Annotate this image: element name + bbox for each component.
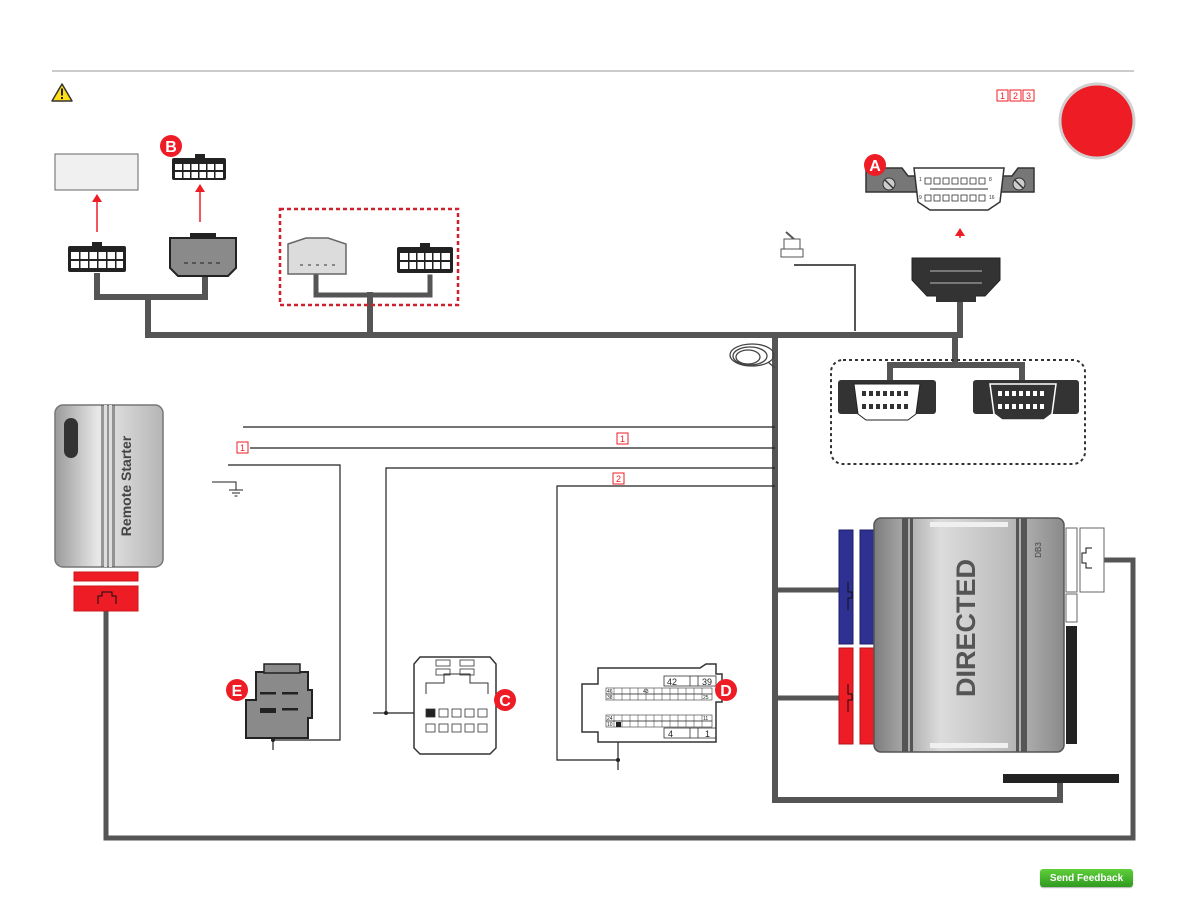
remote-starter-label: Remote Starter — [118, 435, 134, 536]
marker-e: E — [226, 679, 248, 701]
svg-text:24: 24 — [607, 716, 613, 722]
module-side-connector — [1065, 527, 1105, 744]
step-badge-1: 1 — [1000, 91, 1005, 101]
svg-text:39: 39 — [702, 677, 712, 687]
module-model-label: DB3 — [1034, 542, 1043, 558]
wire-tags: 1 1 2 — [236, 432, 629, 485]
svg-text:D: D — [720, 683, 732, 700]
svg-text:1: 1 — [919, 177, 922, 183]
starter-connector-top — [73, 571, 139, 582]
arrow-up-icon — [195, 184, 205, 192]
connector-white-left — [68, 242, 126, 272]
blue-connector — [838, 529, 875, 645]
wire-tag-2: 2 — [616, 474, 621, 484]
connector-e — [245, 663, 313, 739]
marker-a: A — [864, 154, 886, 176]
svg-text:43: 43 — [643, 689, 649, 695]
svg-text:9: 9 — [919, 195, 922, 201]
marker-d: D — [715, 679, 737, 701]
connector-c — [413, 656, 497, 755]
obd-plug — [911, 257, 1001, 302]
svg-text:38: 38 — [607, 695, 613, 701]
stop-circle — [1058, 82, 1136, 160]
remote-starter-unit: Remote Starter — [54, 404, 164, 568]
connector-gray — [169, 233, 237, 277]
send-feedback-button[interactable]: Send Feedback — [1040, 869, 1133, 887]
svg-text:A: A — [869, 158, 881, 175]
screw-icon — [882, 177, 896, 191]
main-harness — [94, 264, 1136, 841]
arrow-up-icon — [92, 194, 102, 202]
connector-gray-light — [287, 237, 347, 275]
optional-harness-box — [278, 207, 460, 307]
svg-text:B: B — [165, 139, 177, 156]
starter-connector — [73, 585, 139, 612]
ground-icon — [212, 481, 243, 497]
wire-coil-icon — [729, 343, 776, 369]
obd-female-left — [838, 380, 936, 421]
signal-wires — [228, 426, 775, 770]
marker-b: B — [160, 135, 182, 157]
directed-module: DIRECTED DB3 — [873, 517, 1065, 753]
wire-tag-1-left: 1 — [240, 443, 245, 453]
red-connector — [838, 647, 875, 745]
connector-b — [172, 154, 226, 180]
svg-text:25: 25 — [703, 695, 709, 701]
warning-icon — [51, 83, 73, 102]
svg-text:10: 10 — [607, 722, 613, 728]
step-badge-3: 3 — [1026, 91, 1031, 101]
svg-text:42: 42 — [667, 677, 677, 687]
arrow-up-icon — [955, 228, 965, 236]
svg-text:4: 4 — [668, 729, 673, 739]
marker-c: C — [494, 689, 516, 711]
module-ground-strap — [1003, 774, 1119, 783]
svg-text:E: E — [232, 683, 243, 700]
module-brand-label: DIRECTED — [951, 559, 981, 697]
svg-text:C: C — [499, 693, 511, 710]
svg-text:46: 46 — [607, 689, 613, 695]
svg-text:1: 1 — [705, 729, 710, 739]
svg-text:8: 8 — [989, 177, 992, 183]
wire-tag-1-right: 1 — [620, 434, 625, 444]
step-badge-2: 2 — [1013, 91, 1018, 101]
obd-splitter-box — [830, 359, 1086, 465]
obd-female-right — [973, 380, 1079, 421]
svg-text:16: 16 — [989, 195, 995, 201]
step-badges: 1 2 3 — [996, 89, 1035, 102]
screw-icon — [1012, 177, 1026, 191]
connector-white-right — [397, 243, 453, 273]
svg-text:11: 11 — [703, 716, 708, 722]
connector-d: 42 39 46 43 38 25 24 11 10 4 1 — [581, 663, 723, 743]
obd-port-a: 1 8 9 16 — [865, 167, 1035, 211]
target-box — [54, 153, 139, 191]
antenna-icon — [780, 231, 804, 258]
